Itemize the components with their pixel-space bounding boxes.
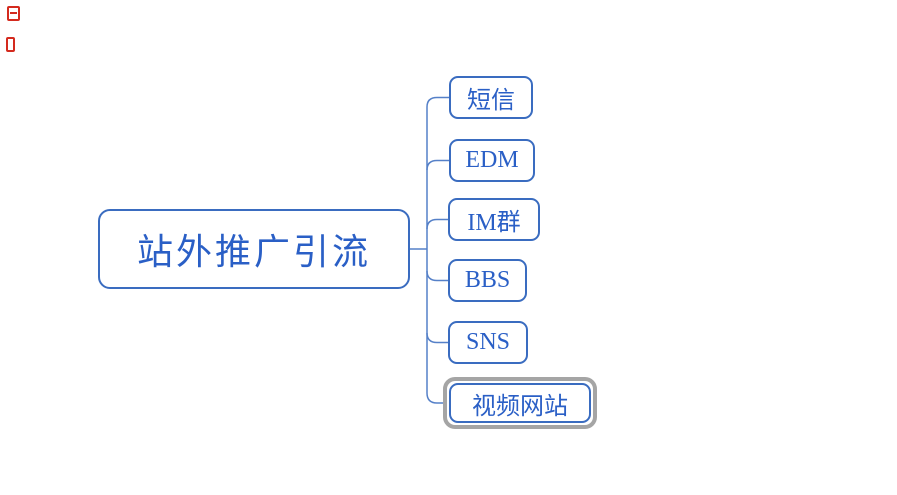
branch-line-4	[426, 270, 448, 282]
topic-sms-label: 短信	[467, 88, 515, 114]
branch-line-3	[426, 218, 448, 230]
root-topic-label: 站外推广引流	[136, 232, 371, 272]
topic-edm-label: EDM	[465, 147, 519, 173]
root-topic[interactable]: 站外推广引流	[98, 209, 410, 289]
branch-line-5	[426, 332, 448, 344]
topic-video-site[interactable]: 视频网站	[449, 383, 591, 423]
topic-sns-label: SNS	[465, 329, 511, 355]
topic-sms[interactable]: 短信	[449, 76, 533, 119]
topic-bbs[interactable]: BBS	[448, 259, 527, 302]
branch-line-1	[426, 96, 449, 108]
topic-sns[interactable]: SNS	[448, 321, 528, 364]
topic-bbs-label: BBS	[464, 267, 511, 293]
topic-im-group-label: IM群	[467, 210, 521, 236]
topic-im-group[interactable]: IM群	[448, 198, 540, 241]
branch-line-6	[426, 392, 443, 404]
red-artifact-mark-2	[6, 37, 15, 52]
selected-topic-highlight: 视频网站	[443, 377, 597, 429]
branch-line-2	[426, 159, 449, 171]
topic-edm[interactable]: EDM	[449, 139, 535, 182]
topic-video-site-label: 视频网站	[472, 393, 568, 420]
red-artifact-mark-1	[7, 6, 20, 21]
